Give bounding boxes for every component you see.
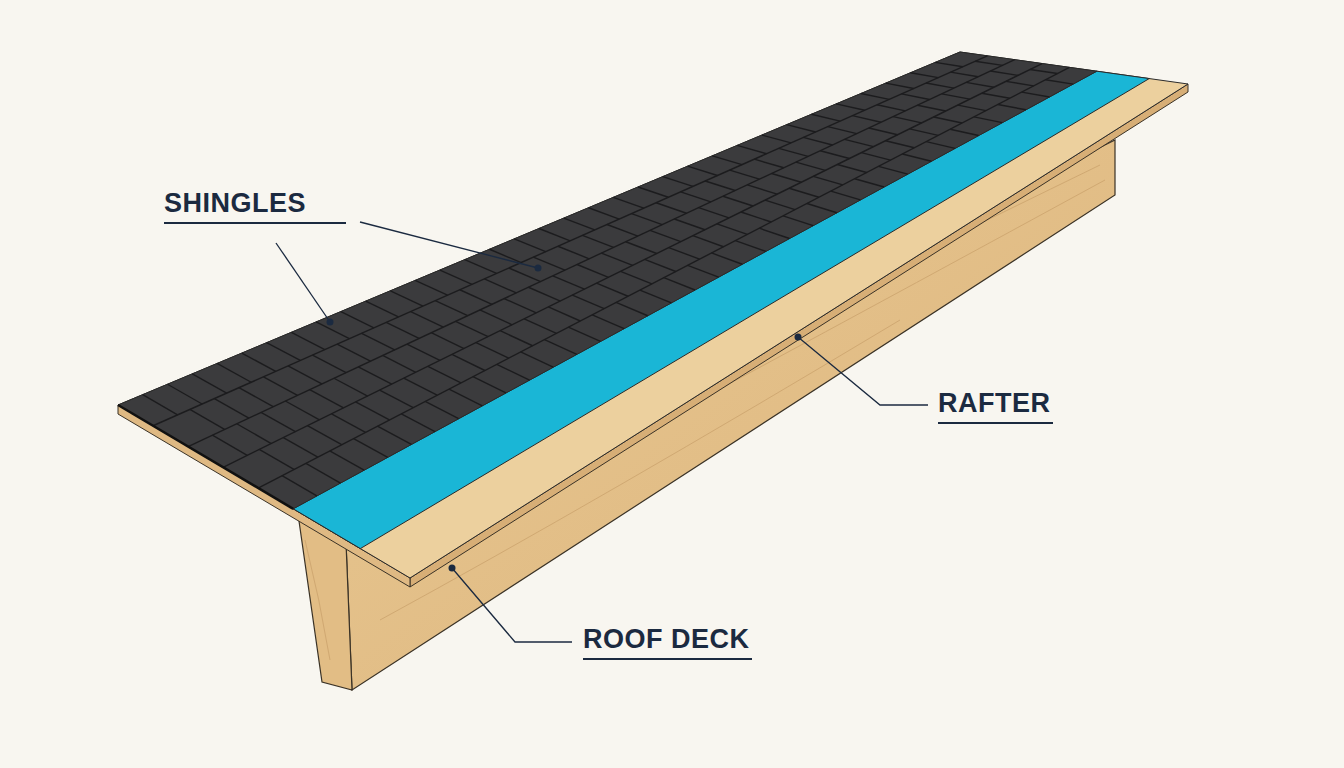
shingle-lines xyxy=(143,56,1073,496)
leader-line xyxy=(360,222,538,268)
leader-lines xyxy=(276,222,928,642)
leader-dot xyxy=(327,319,334,326)
part-label: ROOF DECK xyxy=(583,626,752,660)
leader-dots xyxy=(327,265,802,572)
leader-dot xyxy=(795,334,802,341)
leader-line xyxy=(276,243,330,322)
leader-dot xyxy=(449,565,456,572)
roof-top xyxy=(118,52,1188,578)
deck-top xyxy=(118,52,1188,578)
part-label: RAFTER xyxy=(938,390,1053,424)
leader-line xyxy=(798,337,928,405)
shingle-edge xyxy=(118,405,293,509)
shingle-field xyxy=(118,52,1097,509)
leader-dot xyxy=(535,265,542,272)
leader-line xyxy=(452,568,572,642)
part-label: SHINGLES xyxy=(164,190,346,224)
